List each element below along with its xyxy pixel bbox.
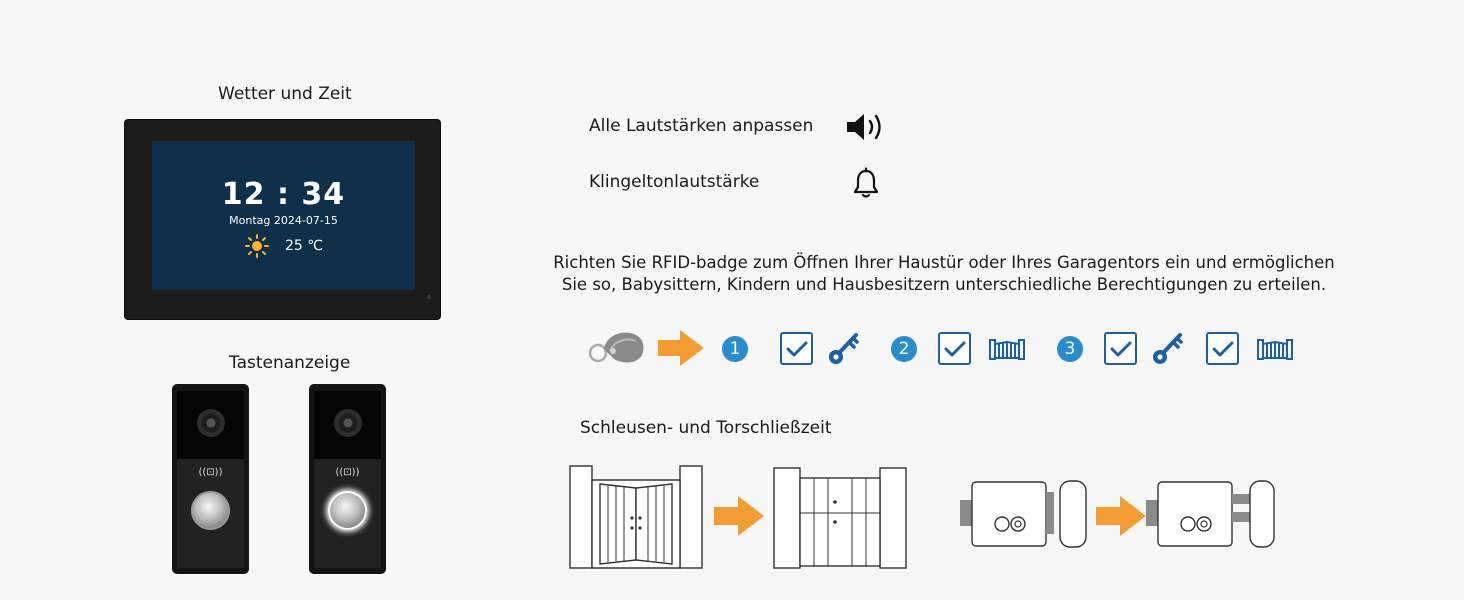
arrow-right-icon (1096, 496, 1146, 536)
doorbell-off: ((⊡)) (172, 384, 249, 574)
rfid-key-fob-icon (588, 332, 644, 363)
arrow-right-icon (658, 330, 704, 366)
checkbox-checked-icon (938, 332, 971, 365)
temperature: 25 ℃ (285, 238, 323, 254)
rfid-description-line2: Sie so, Babysittern, Kindern und Hausbes… (561, 275, 1327, 294)
gate-open-icon (569, 465, 703, 569)
door-key-icon (829, 333, 859, 364)
rfid-symbol: ((⊡)) (335, 467, 360, 478)
monitor-led (427, 295, 431, 299)
rfid-symbol: ((⊡)) (198, 467, 223, 478)
clock-time: 12 : 34 (221, 177, 346, 212)
ringtone-volume-label: Klingeltonlautstärke (589, 172, 760, 192)
bell-icon (853, 167, 879, 198)
doorbell-camera (314, 391, 381, 459)
arrow-right-icon (714, 496, 764, 536)
doorbell-lit: ((⊡)) (309, 384, 386, 574)
lock-open-icon (960, 480, 1087, 548)
clock-date: Montag 2024-07-15 (229, 214, 338, 227)
camera-lens-icon (197, 409, 225, 437)
lock-closed-icon (1146, 480, 1275, 548)
rfid-description-line1: Richten Sie RFID-badge zum Öffnen Ihrer … (553, 253, 1335, 272)
doorbell-button-lit (328, 491, 367, 530)
checkbox-checked-icon (1206, 332, 1239, 365)
step-number-2: 2 (891, 336, 917, 362)
camera-lens-icon (334, 409, 362, 437)
door-key-icon (1153, 333, 1183, 364)
all-volumes-label: Alle Lautstärken anpassen (589, 116, 814, 136)
sun-icon (245, 234, 269, 258)
button-indicator-title: Tastenanzeige (229, 353, 351, 373)
gate-closed-icon (773, 467, 907, 569)
step-number-3: 3 (1057, 336, 1083, 362)
gate-icon (1257, 339, 1293, 360)
indoor-monitor: 12 : 34 Montag 2024-07-15 25 ℃ (125, 120, 440, 319)
checkbox-checked-icon (780, 332, 813, 365)
gate-icon (989, 339, 1025, 360)
rfid-description: Richten Sie RFID-badge zum Öffnen Ihrer … (544, 252, 1344, 296)
monitor-screen: 12 : 34 Montag 2024-07-15 25 ℃ (152, 141, 415, 290)
doorbell-button (191, 491, 230, 530)
step-number-1: 1 (722, 336, 748, 362)
weather-time-title: Wetter und Zeit (218, 84, 352, 104)
checkbox-checked-icon (1104, 332, 1137, 365)
lock-gate-time-title: Schleusen- und Torschließzeit (580, 418, 832, 438)
doorbell-camera (177, 391, 244, 459)
weather-readout: 25 ℃ (245, 233, 323, 259)
speaker-icon (847, 114, 881, 140)
